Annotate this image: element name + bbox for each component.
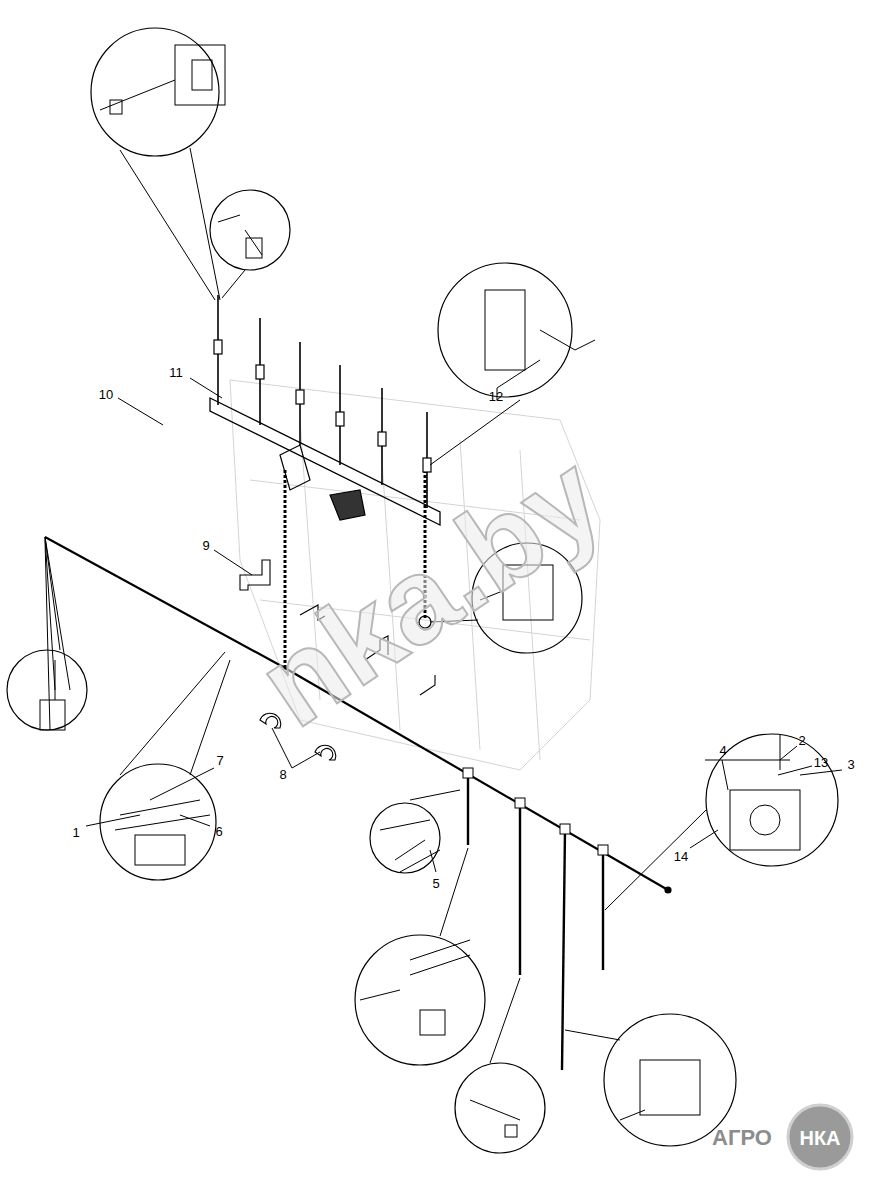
callout-number: 6 <box>215 825 222 838</box>
callout-number: 10 <box>99 388 113 401</box>
callout-number: 14 <box>674 850 688 863</box>
logo-text: АГРО <box>712 1127 772 1149</box>
callout-number: 2 <box>798 734 805 747</box>
callout-number: 11 <box>169 366 183 379</box>
callout-number: 12 <box>489 390 503 403</box>
logo-text: НКА <box>799 1128 840 1148</box>
callout-number: 7 <box>216 754 223 767</box>
callout-number: 1 <box>72 826 79 839</box>
callout-number: 3 <box>847 758 854 771</box>
watermark: nka.by <box>239 434 621 746</box>
callout-number: 8 <box>279 768 286 781</box>
callout-number: 5 <box>432 877 439 890</box>
callout-number: 4 <box>719 744 726 757</box>
callout-number: 9 <box>202 539 209 552</box>
callout-number: 13 <box>814 756 828 769</box>
